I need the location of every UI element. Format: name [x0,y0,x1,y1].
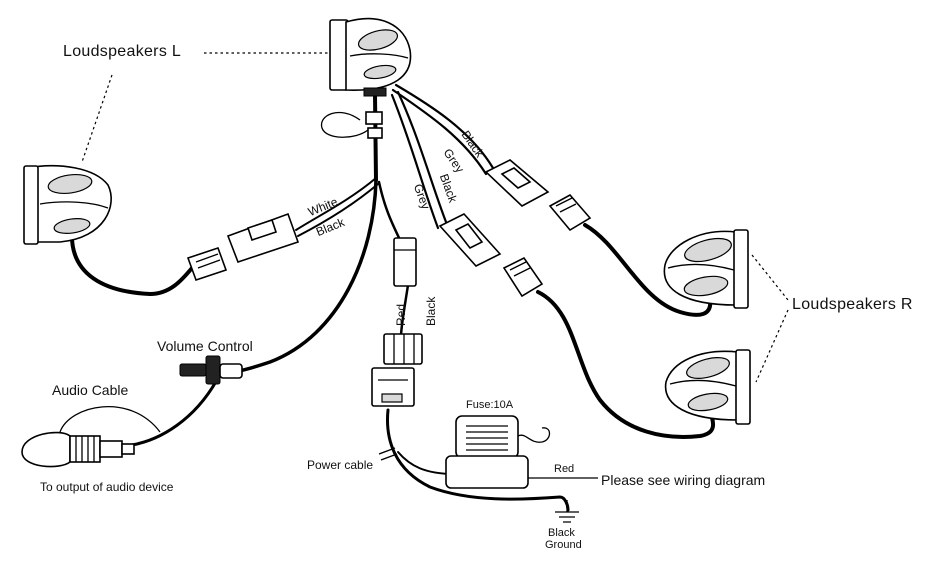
label-power-cable: Power cable [307,458,374,472]
leader-speaker-r-bottom [755,309,789,383]
ground-symbol-icon [555,500,579,523]
wire-left-speaker [69,230,194,296]
connector-right-upper-male-icon [548,193,592,232]
connector-right-lower-female-icon [438,213,502,267]
fuse-holder-icon [445,415,551,489]
connector-power-male-icon [383,333,423,365]
connector-power-inline-icon [393,237,417,287]
label-loudspeakers-r: Loudspeakers R [792,296,913,313]
wire-right-speaker-top [583,223,713,317]
wire-right-harness-upper-a [394,83,495,170]
wire-volume [236,178,378,373]
label-wire-black-power: Black [424,296,438,326]
label-loudspeakers-l: Loudspeakers L [63,43,182,60]
speaker-left-icon [23,165,112,245]
label-audio-output: To output of audio device [40,480,174,494]
wire-power-upper [377,180,402,242]
cable-tie-icon [321,111,383,139]
wire-power-lower [386,408,570,512]
connector-right-lower-male-icon [502,256,544,298]
wire-right-speaker-bottom [536,290,716,439]
wire-left-harness-2 [297,183,379,237]
wire-left-harness [295,177,377,231]
connector-right-upper-female-icon [484,159,550,207]
wire-right-harness-upper-b [391,88,488,176]
label-wiring-note: Please see wiring diagram [601,472,766,488]
connector-left-female-icon [226,212,300,264]
audio-plug-icon [21,406,161,468]
volume-knob-icon [179,355,243,385]
label-wire-red-power: Red [394,303,408,326]
cable-break-icon [378,447,398,461]
leader-speaker-l-left [81,74,113,163]
label-fuse: Fuse:10A [466,399,514,411]
label-ground: Ground [545,539,582,551]
wire-right-harness-lower-b [390,93,440,230]
label-audio-cable: Audio Cable [52,382,129,398]
label-ground-black: Black [548,527,575,539]
connector-power-female-icon [371,367,415,407]
label-volume-control: Volume Control [157,338,253,354]
connector-left-male-icon [186,246,228,282]
speaker-top-icon [329,17,412,97]
wire-right-harness-lower-a [396,90,448,224]
label-red-fuse: Red [554,463,575,475]
speaker-right-bottom-icon [664,349,751,425]
speaker-right-top-icon [663,229,749,309]
wire-power-mid [399,283,410,337]
wire-audio [130,376,220,447]
leader-speaker-r-top [751,254,789,301]
